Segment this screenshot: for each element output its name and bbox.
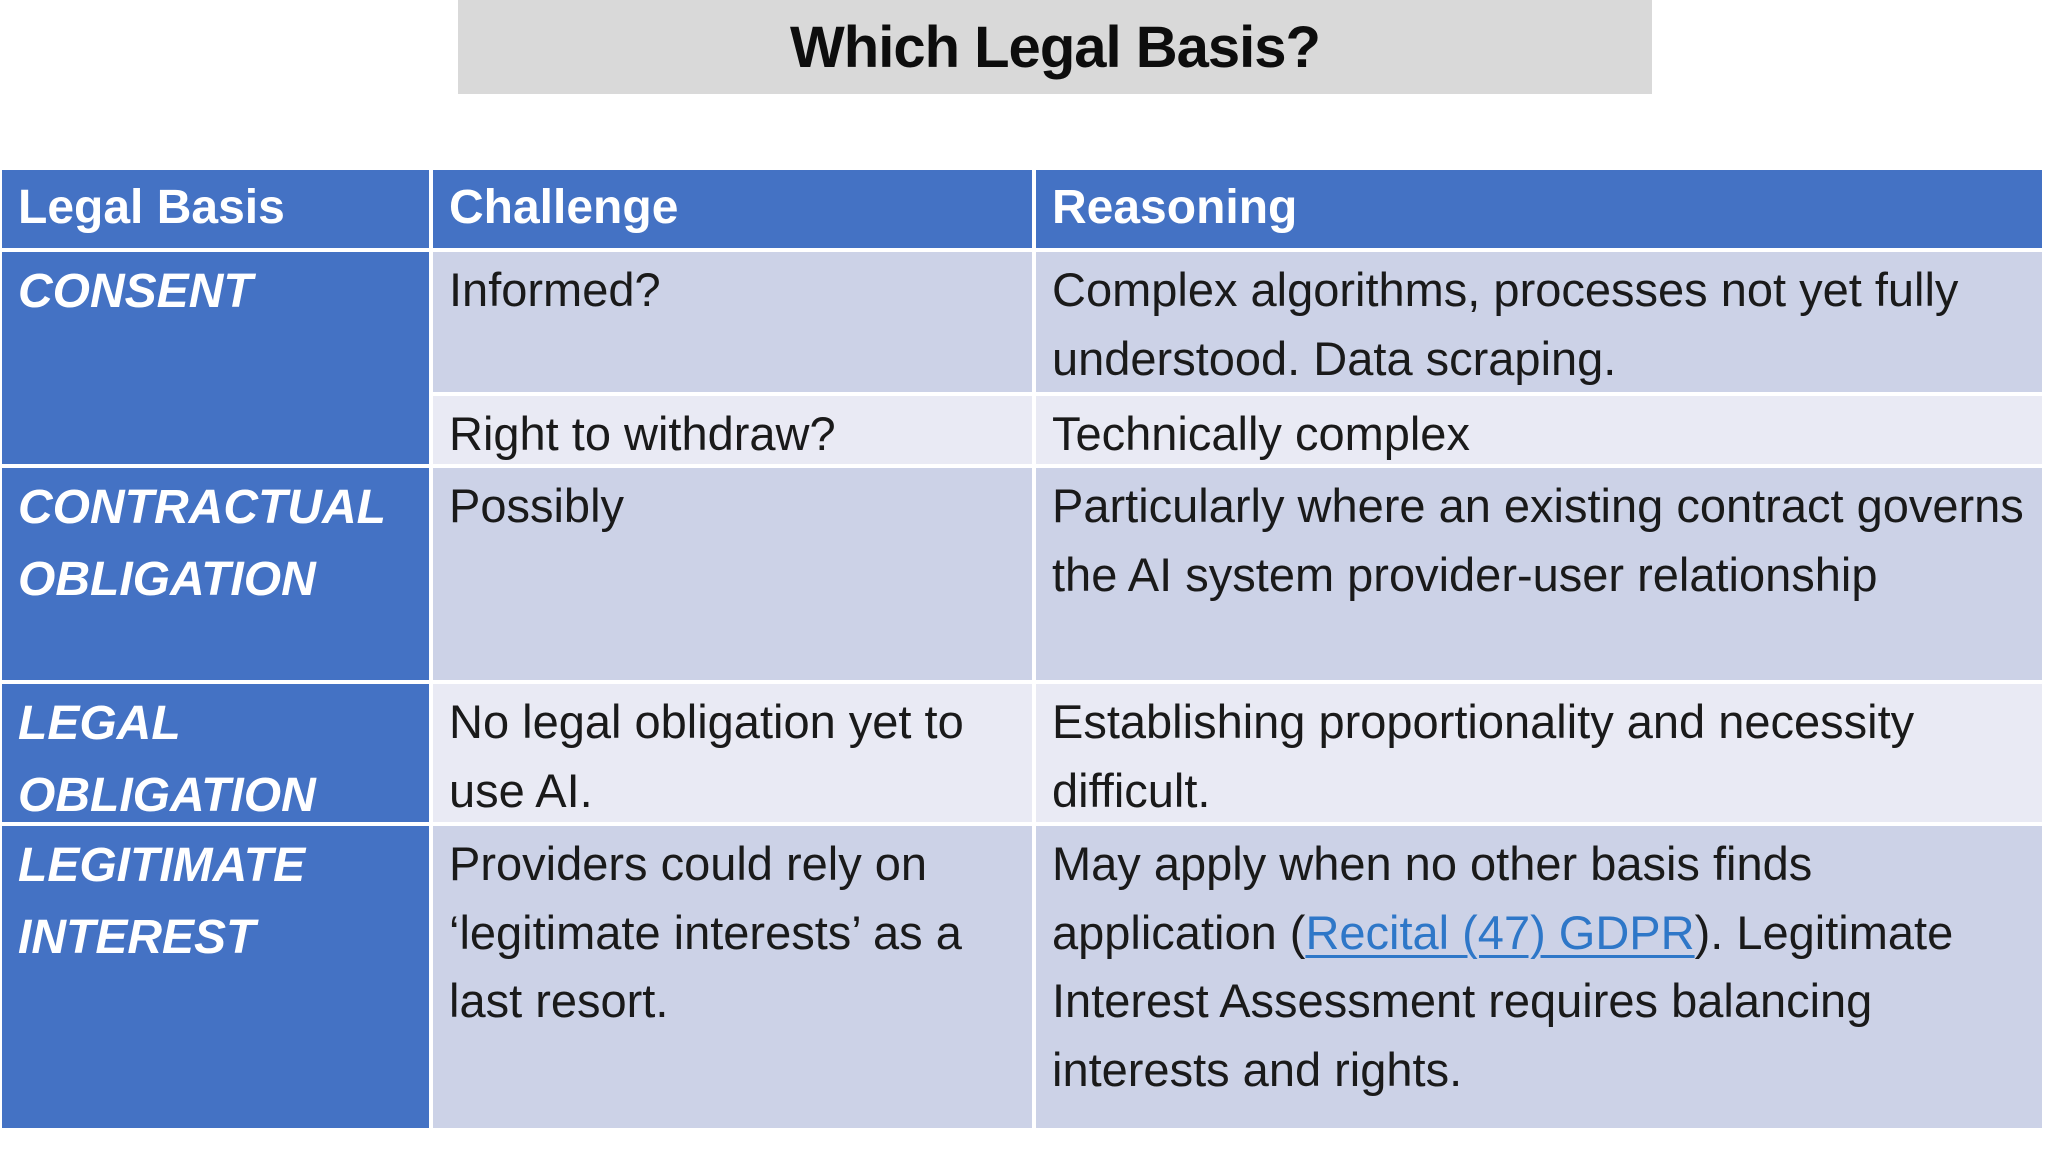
header-cell-reasoning: Reasoning — [1036, 170, 2042, 248]
reasoning-cell-legitimate-interest: May apply when no other basis finds appl… — [1036, 826, 2042, 1128]
basis-cell-legal-obligation: LEGAL OBLIGATION — [2, 684, 429, 822]
reasoning-cell-contractual: Particularly where an existing contract … — [1036, 468, 2042, 680]
slide-title-banner: Which Legal Basis? — [458, 0, 1652, 94]
challenge-cell-legal-obligation: No legal obligation yet to use AI. — [433, 684, 1032, 822]
basis-cell-contractual-obligation: CONTRACTUAL OBLIGATION — [2, 468, 429, 680]
challenge-cell-consent-informed: Informed? — [433, 252, 1032, 392]
reasoning-text-pre: May apply when no other basis finds appl… — [1052, 837, 1813, 959]
slide-title: Which Legal Basis? — [790, 14, 1321, 80]
reasoning-text-post: ). Legitimate Interest Assessment requir… — [1052, 905, 1954, 1096]
reasoning-cell-consent-informed: Complex algorithms, processes not yet fu… — [1036, 252, 2042, 392]
reasoning-cell-consent-withdraw: Technically complex — [1036, 396, 2042, 464]
basis-cell-legitimate-interest: LEGITIMATE INTEREST — [2, 826, 429, 1128]
challenge-cell-legitimate-interest: Providers could rely on ‘legitimate inte… — [433, 826, 1032, 1128]
recital-47-gdpr-link[interactable]: Recital (47) GDPR — [1305, 905, 1695, 959]
challenge-cell-contractual: Possibly — [433, 468, 1032, 680]
header-cell-legal-basis: Legal Basis — [2, 170, 429, 248]
header-cell-challenge: Challenge — [433, 170, 1032, 248]
legal-basis-table: Legal Basis Challenge Reasoning CONSENT … — [2, 170, 2042, 1128]
reasoning-cell-legal-obligation: Establishing proportionality and necessi… — [1036, 684, 2042, 822]
challenge-cell-consent-withdraw: Right to withdraw? — [433, 396, 1032, 464]
basis-cell-consent: CONSENT — [2, 252, 429, 464]
